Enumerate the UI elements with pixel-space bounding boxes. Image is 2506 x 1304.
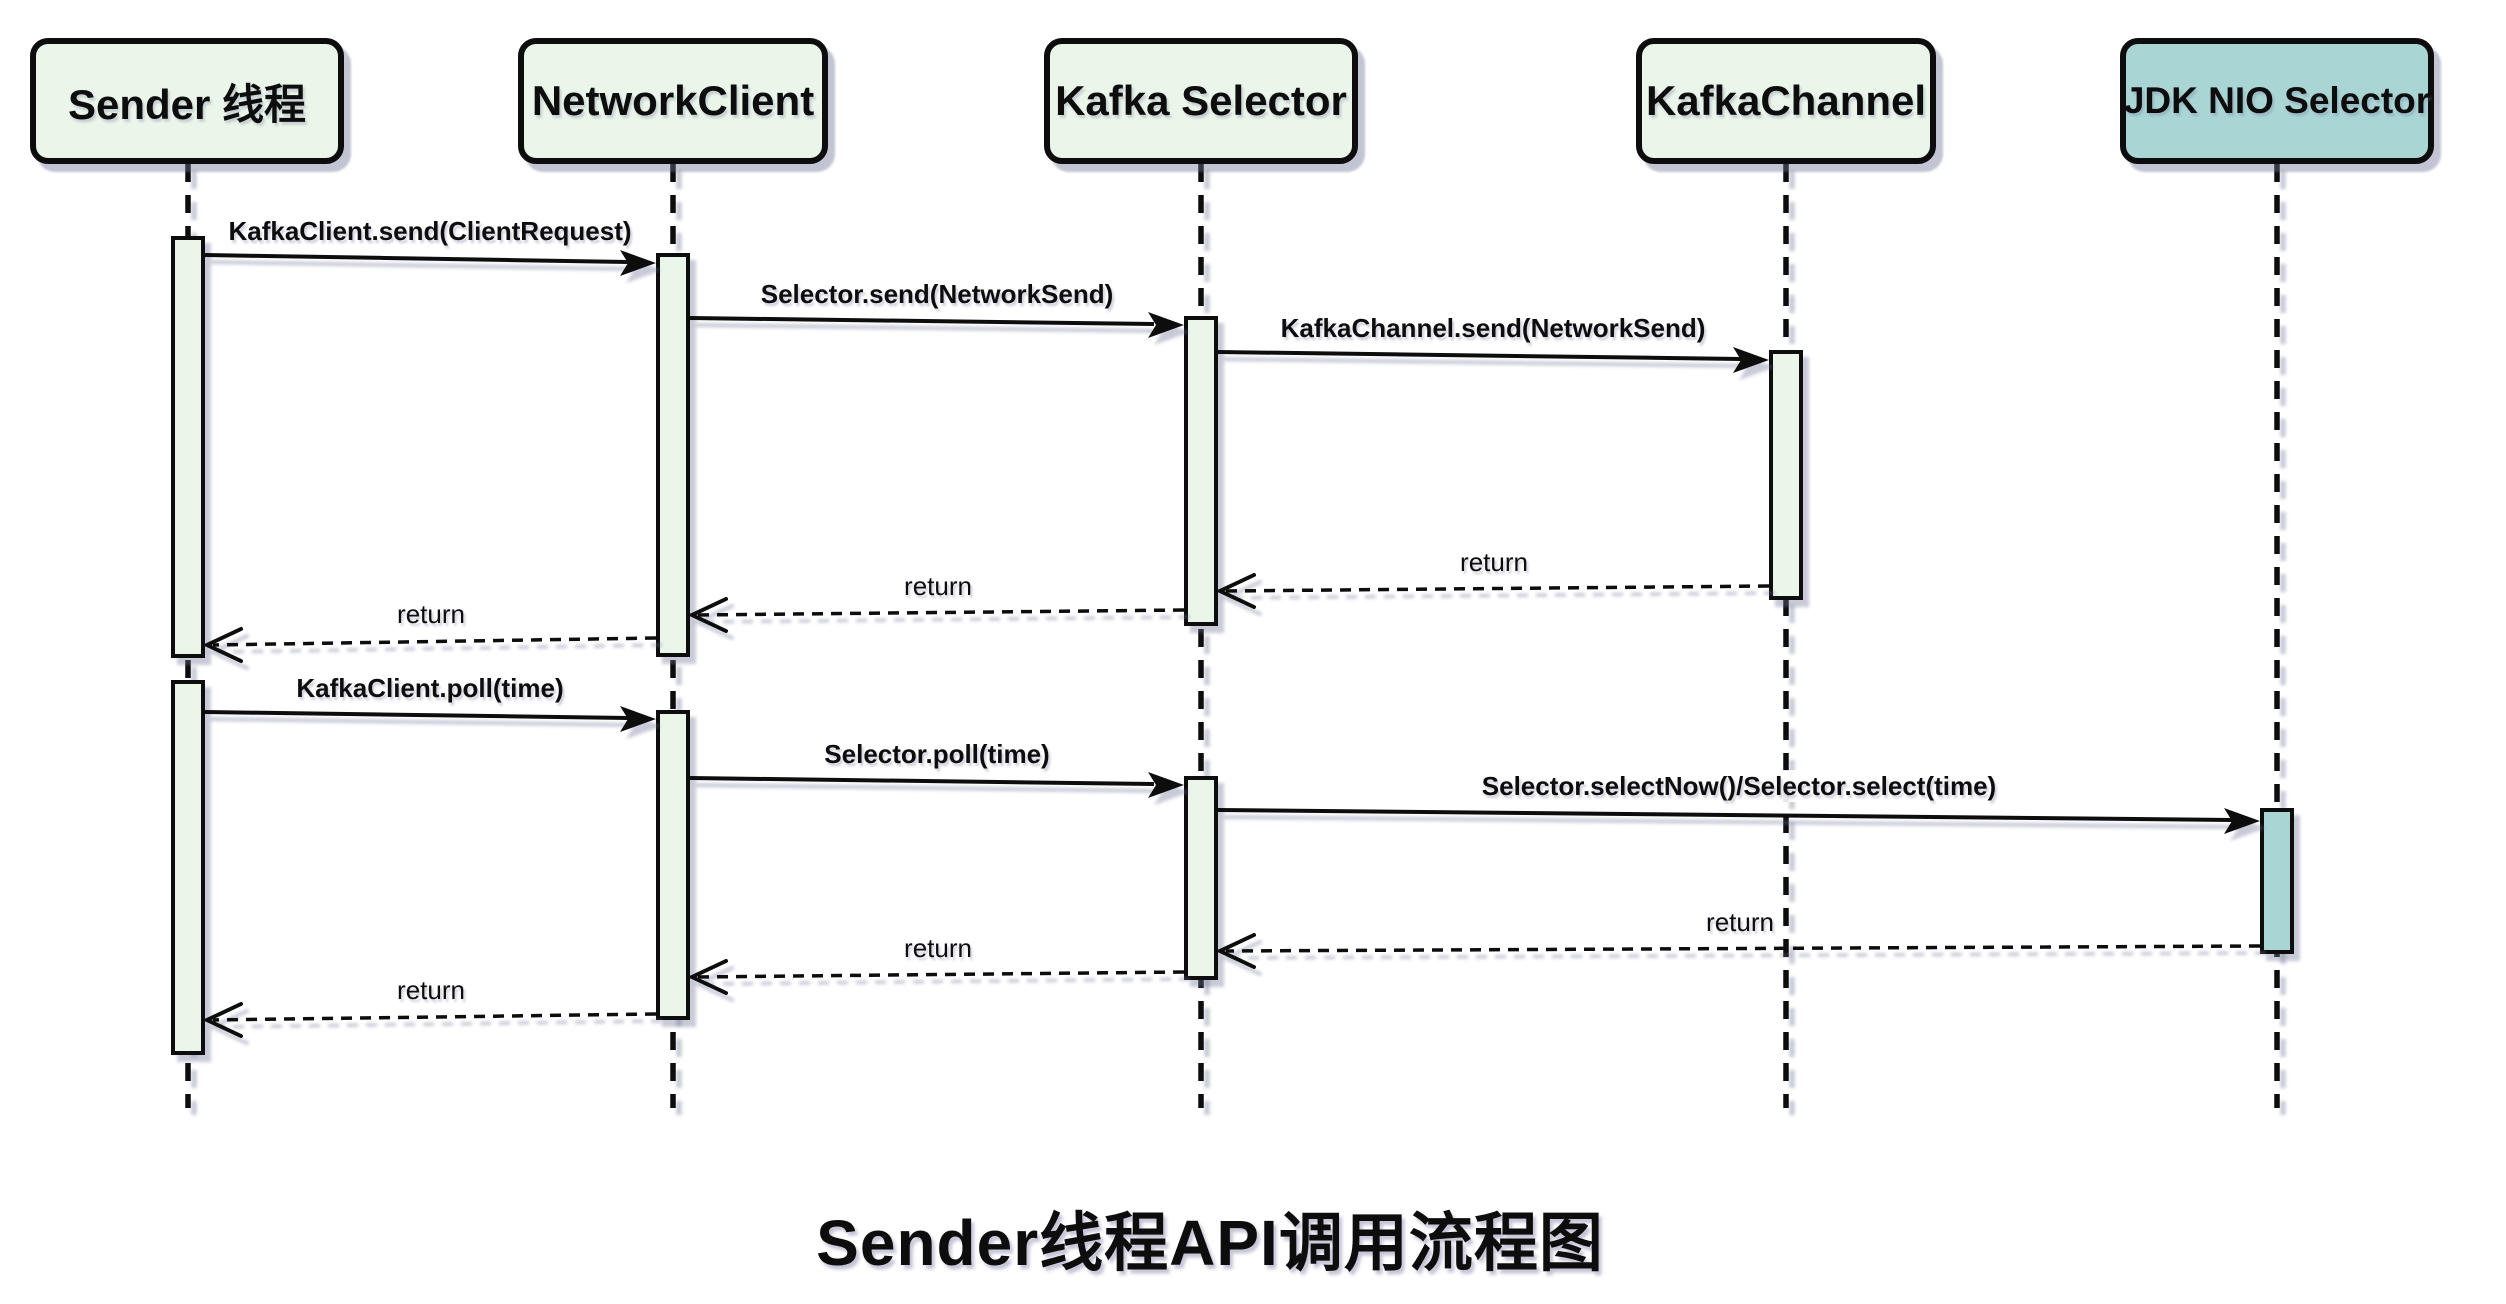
activation-network-client-2	[656, 710, 690, 1020]
participant-sender: Sender 线程	[30, 38, 344, 164]
message-label-return-6: return	[391, 974, 471, 1006]
activation-jdk-nio-selector	[2260, 808, 2294, 954]
arrow-return-nio-to-selector	[1215, 933, 2261, 969]
arrow-return-networkclient-to-sender-2	[202, 1002, 657, 1038]
message-label-return-3: return	[391, 598, 471, 630]
activation-sender-1	[171, 236, 205, 658]
message-label-return-1: return	[1454, 546, 1534, 578]
arrow-selector-send	[689, 312, 1184, 338]
arrow-return-selector-to-networkclient-1	[687, 597, 1185, 633]
message-label-return-4: return	[1700, 906, 1780, 938]
participant-jdk-nio-selector: JDK NIO Selector	[2120, 38, 2434, 164]
arrow-selector-poll	[689, 772, 1184, 798]
activation-network-client-1	[656, 253, 690, 657]
message-label-kafkachannel-send: KafkaChannel.send(NetworkSend)	[1274, 312, 1712, 344]
activation-kafka-channel-1	[1769, 350, 1803, 600]
participant-network-client: NetworkClient	[518, 38, 828, 164]
activation-kafka-selector-1	[1184, 316, 1218, 626]
activation-bars	[171, 236, 2294, 1055]
lifelines	[185, 164, 2280, 1108]
message-label-selector-selectnow: Selector.selectNow()/Selector.select(tim…	[1475, 770, 2003, 802]
participant-kafka-channel: KafkaChannel	[1636, 38, 1936, 164]
message-label-kafkaclient-poll: KafkaClient.poll(time)	[290, 672, 570, 704]
message-label-return-5: return	[898, 932, 978, 964]
arrow-selector-selectnow	[1217, 808, 2260, 834]
arrow-kafkachannel-send	[1217, 347, 1769, 373]
arrow-return-kafkachannel-to-selector	[1215, 573, 1770, 609]
message-label-return-2: return	[898, 570, 978, 602]
activation-kafka-selector-2	[1184, 776, 1218, 980]
arrow-return-selector-to-networkclient-2	[687, 959, 1185, 995]
participant-kafka-selector: Kafka Selector	[1044, 38, 1358, 164]
message-label-kafkaclient-send: KafkaClient.send(ClientRequest)	[222, 215, 638, 247]
activation-sender-2	[171, 680, 205, 1055]
message-label-selector-poll: Selector.poll(time)	[818, 738, 1056, 770]
message-label-selector-send: Selector.send(NetworkSend)	[754, 278, 1120, 310]
diagram-title: Sender线程API调用流程图	[816, 1207, 1604, 1279]
arrow-kafkaclient-poll	[204, 706, 656, 732]
arrow-return-networkclient-to-sender-1	[202, 627, 657, 663]
arrow-kafkaclient-send	[204, 250, 656, 276]
